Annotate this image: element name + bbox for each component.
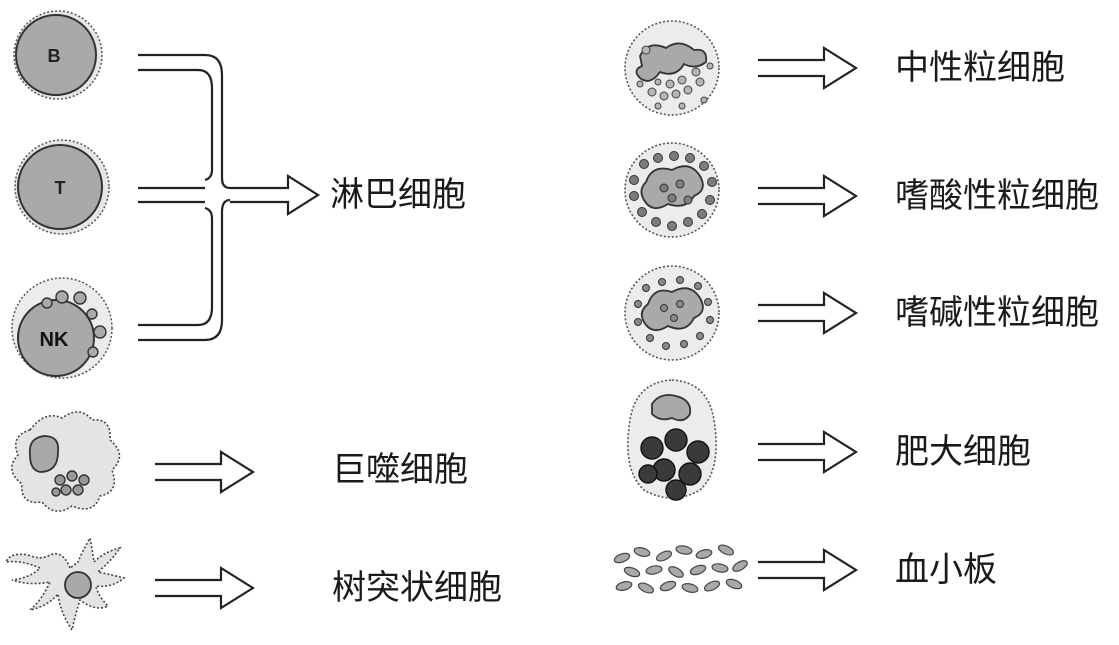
label-platelet: 血小板 — [895, 550, 997, 590]
b-cell-letter: B — [48, 46, 61, 66]
lymphocyte-bracket-arrow — [138, 53, 321, 342]
basophil-arrow — [756, 291, 858, 335]
mast-cell — [627, 379, 717, 501]
nk-cell: NK — [11, 277, 113, 379]
b-lymphocyte-cell: B — [13, 10, 103, 100]
eosinophil-arrow — [756, 174, 858, 218]
macrophage-arrow — [153, 450, 255, 494]
macrophage-cell — [11, 411, 121, 512]
basophil-cell — [624, 265, 720, 361]
label-eosinophil: 嗜酸性粒细胞 — [895, 176, 1099, 216]
dendritic-arrow — [153, 566, 255, 610]
label-lymphocyte: 淋巴细胞 — [330, 175, 466, 215]
label-macrophage: 巨噬细胞 — [332, 450, 468, 490]
eosinophil-cell — [624, 142, 720, 238]
platelet-arrow — [756, 548, 858, 592]
label-neutrophil: 中性粒细胞 — [895, 48, 1065, 88]
nk-cell-letter: NK — [40, 329, 69, 351]
t-lymphocyte-cell: T — [14, 139, 110, 235]
platelets — [613, 544, 748, 594]
label-basophil: 嗜碱性粒细胞 — [895, 293, 1099, 333]
label-dendritic: 树突状细胞 — [332, 568, 502, 608]
neutrophil-arrow — [756, 46, 858, 90]
t-cell-letter: T — [55, 178, 66, 198]
label-mast: 肥大细胞 — [895, 432, 1031, 472]
neutrophil-cell — [624, 20, 720, 116]
dendritic-cell — [4, 535, 126, 633]
mast-arrow — [756, 430, 858, 474]
